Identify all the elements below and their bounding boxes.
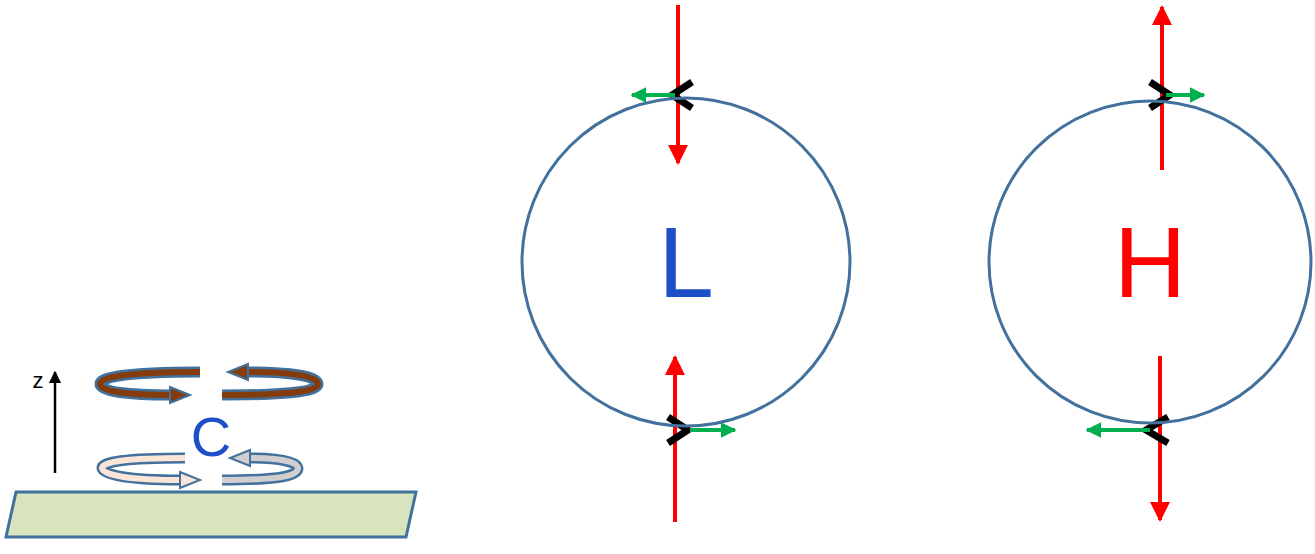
upper-ring — [100, 364, 318, 403]
pressure-letter: L — [658, 212, 714, 312]
flow-arrow — [632, 93, 675, 97]
axis-label: z — [33, 370, 44, 392]
flow-arrow — [690, 428, 735, 432]
center-label: C — [191, 409, 231, 465]
pressure-letter: H — [1114, 212, 1186, 312]
ground-slab — [6, 492, 416, 537]
z-axis — [54, 372, 57, 473]
flow-arrow — [1087, 428, 1150, 432]
chevron — [668, 417, 688, 443]
flow-arrow — [1166, 93, 1204, 97]
high-pressure-circle: H — [987, 99, 1313, 425]
low-pressure-circle: L — [520, 96, 852, 428]
convergence-arrow — [676, 5, 680, 163]
